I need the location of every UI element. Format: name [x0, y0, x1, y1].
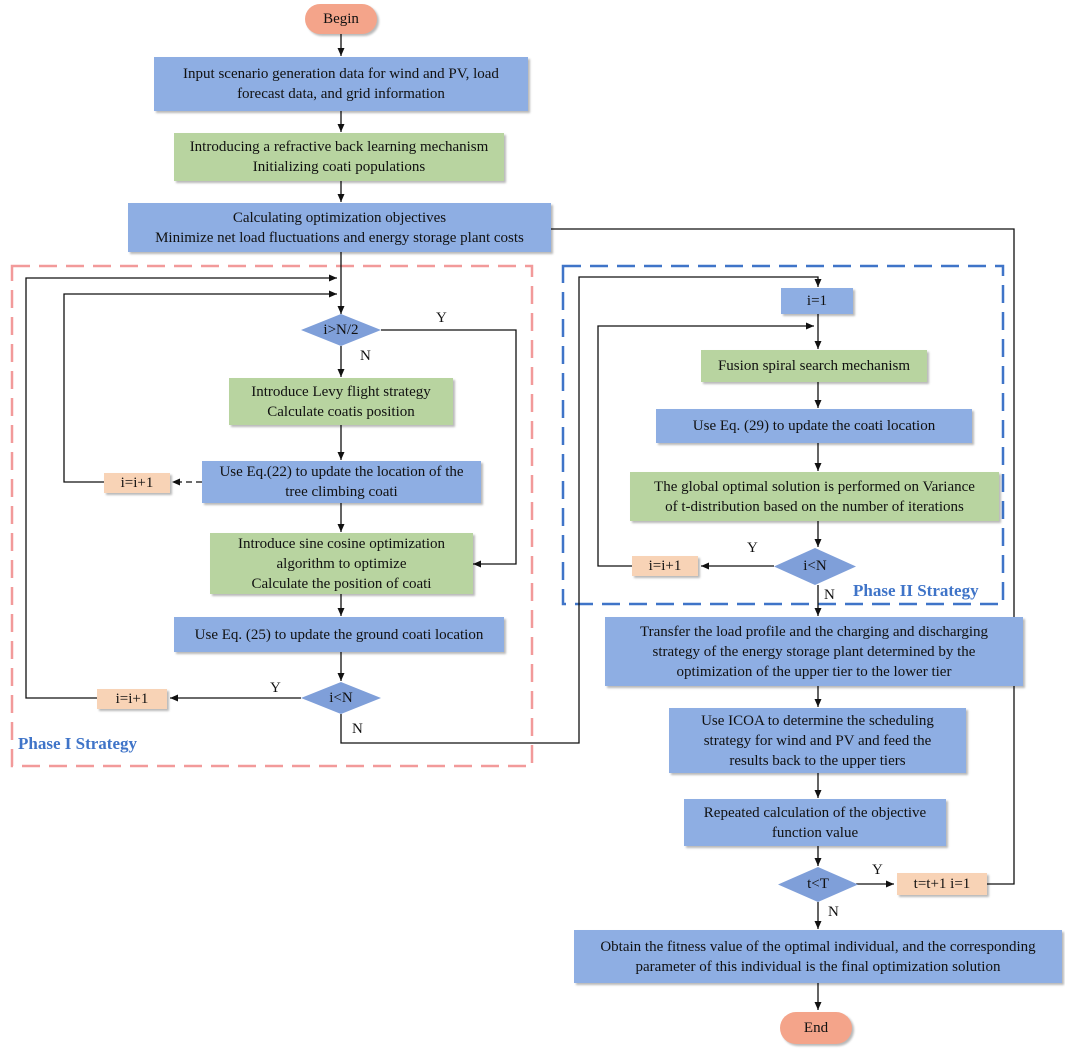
label-yes-n2: Y — [747, 540, 758, 556]
t-distribution-process: The global optimal solution is performed… — [630, 472, 999, 521]
icoa-scheduling-process: Use ICOA to determine the scheduling str… — [669, 708, 966, 773]
edge-dn1-no — [340, 276, 822, 744]
begin-terminal: Begin — [305, 4, 377, 34]
label-no-half: N — [360, 348, 371, 364]
edge-inct-loop — [551, 228, 1015, 885]
phase2-title: Phase II Strategy — [853, 581, 979, 600]
decision-i-gt-half-n: i>N/2 — [301, 314, 381, 346]
edge-inc-loop-c — [597, 322, 814, 567]
end-terminal: End — [780, 1012, 852, 1044]
transfer-profile-process: Transfer the load profile and the chargi… — [605, 617, 1023, 686]
i-equals-1-process: i=1 — [781, 288, 853, 314]
increment-i-c: i=i+1 — [632, 556, 698, 576]
spiral-search-process: Fusion spiral search mechanism — [701, 350, 927, 382]
phase2-boundary — [561, 264, 1005, 606]
fitness-output-process: Obtain the fitness value of the optimal … — [574, 930, 1062, 983]
decision-i-lt-n-phase1: i<N — [301, 682, 381, 714]
label-yes-n1: Y — [270, 680, 281, 696]
label-yes-t: Y — [872, 862, 883, 878]
phase1-boundary — [10, 264, 534, 768]
optimization-objectives-process: Calculating optimization objectives Mini… — [128, 203, 551, 252]
edge-dhalf-yes — [381, 329, 517, 568]
label-no-n1: N — [352, 721, 363, 737]
increment-t-process: t=t+1 i=1 — [897, 873, 987, 895]
label-no-n2: N — [824, 587, 835, 603]
increment-i-a: i=i+1 — [104, 473, 170, 493]
decision-i-lt-n-phase2: i<N — [774, 548, 856, 585]
eq25-update-process: Use Eq. (25) to update the ground coati … — [174, 617, 504, 652]
decision-t-lt-T: t<T — [778, 867, 858, 902]
eq29-update-process: Use Eq. (29) to update the coati locatio… — [656, 409, 972, 443]
increment-i-b: i=i+1 — [97, 689, 167, 709]
label-no-t: N — [828, 904, 839, 920]
eq22-update-process: Use Eq.(22) to update the location of th… — [202, 461, 481, 503]
edge-inc-loop-b — [25, 274, 337, 699]
levy-flight-process: Introduce Levy flight strategy Calculate… — [229, 378, 453, 425]
label-yes-half: Y — [436, 310, 447, 326]
input-data-process: Input scenario generation data for wind … — [154, 57, 528, 111]
repeated-calculation-process: Repeated calculation of the objective fu… — [684, 799, 946, 846]
phase1-title: Phase I Strategy — [18, 734, 137, 753]
sine-cosine-process: Introduce sine cosine optimization algor… — [210, 533, 473, 594]
edge-inc-loop-a — [63, 290, 337, 483]
refractive-learning-process: Introducing a refractive back learning m… — [174, 133, 504, 181]
